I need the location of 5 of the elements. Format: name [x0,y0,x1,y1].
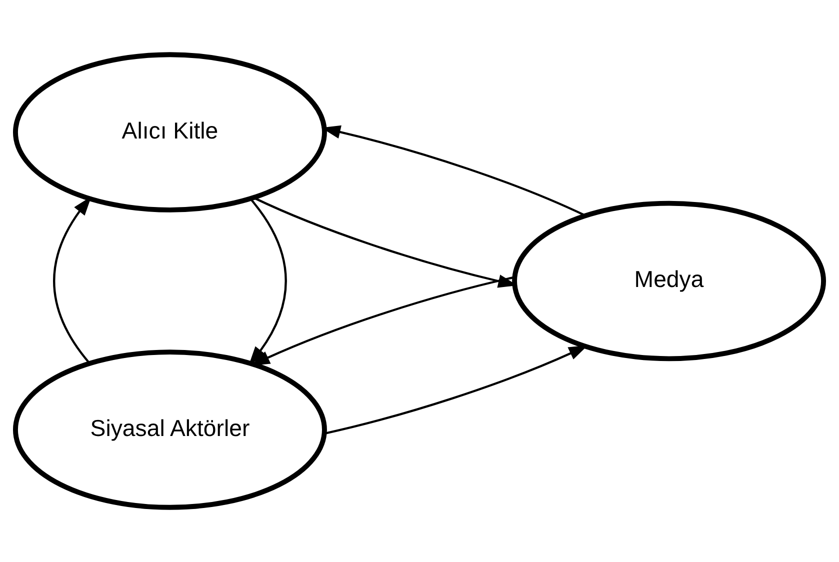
arrow [53,196,92,364]
arrow [248,198,287,366]
arrow [321,125,586,216]
node-ellipse: Alıcı Kitle [13,52,327,212]
arrow [253,196,518,288]
